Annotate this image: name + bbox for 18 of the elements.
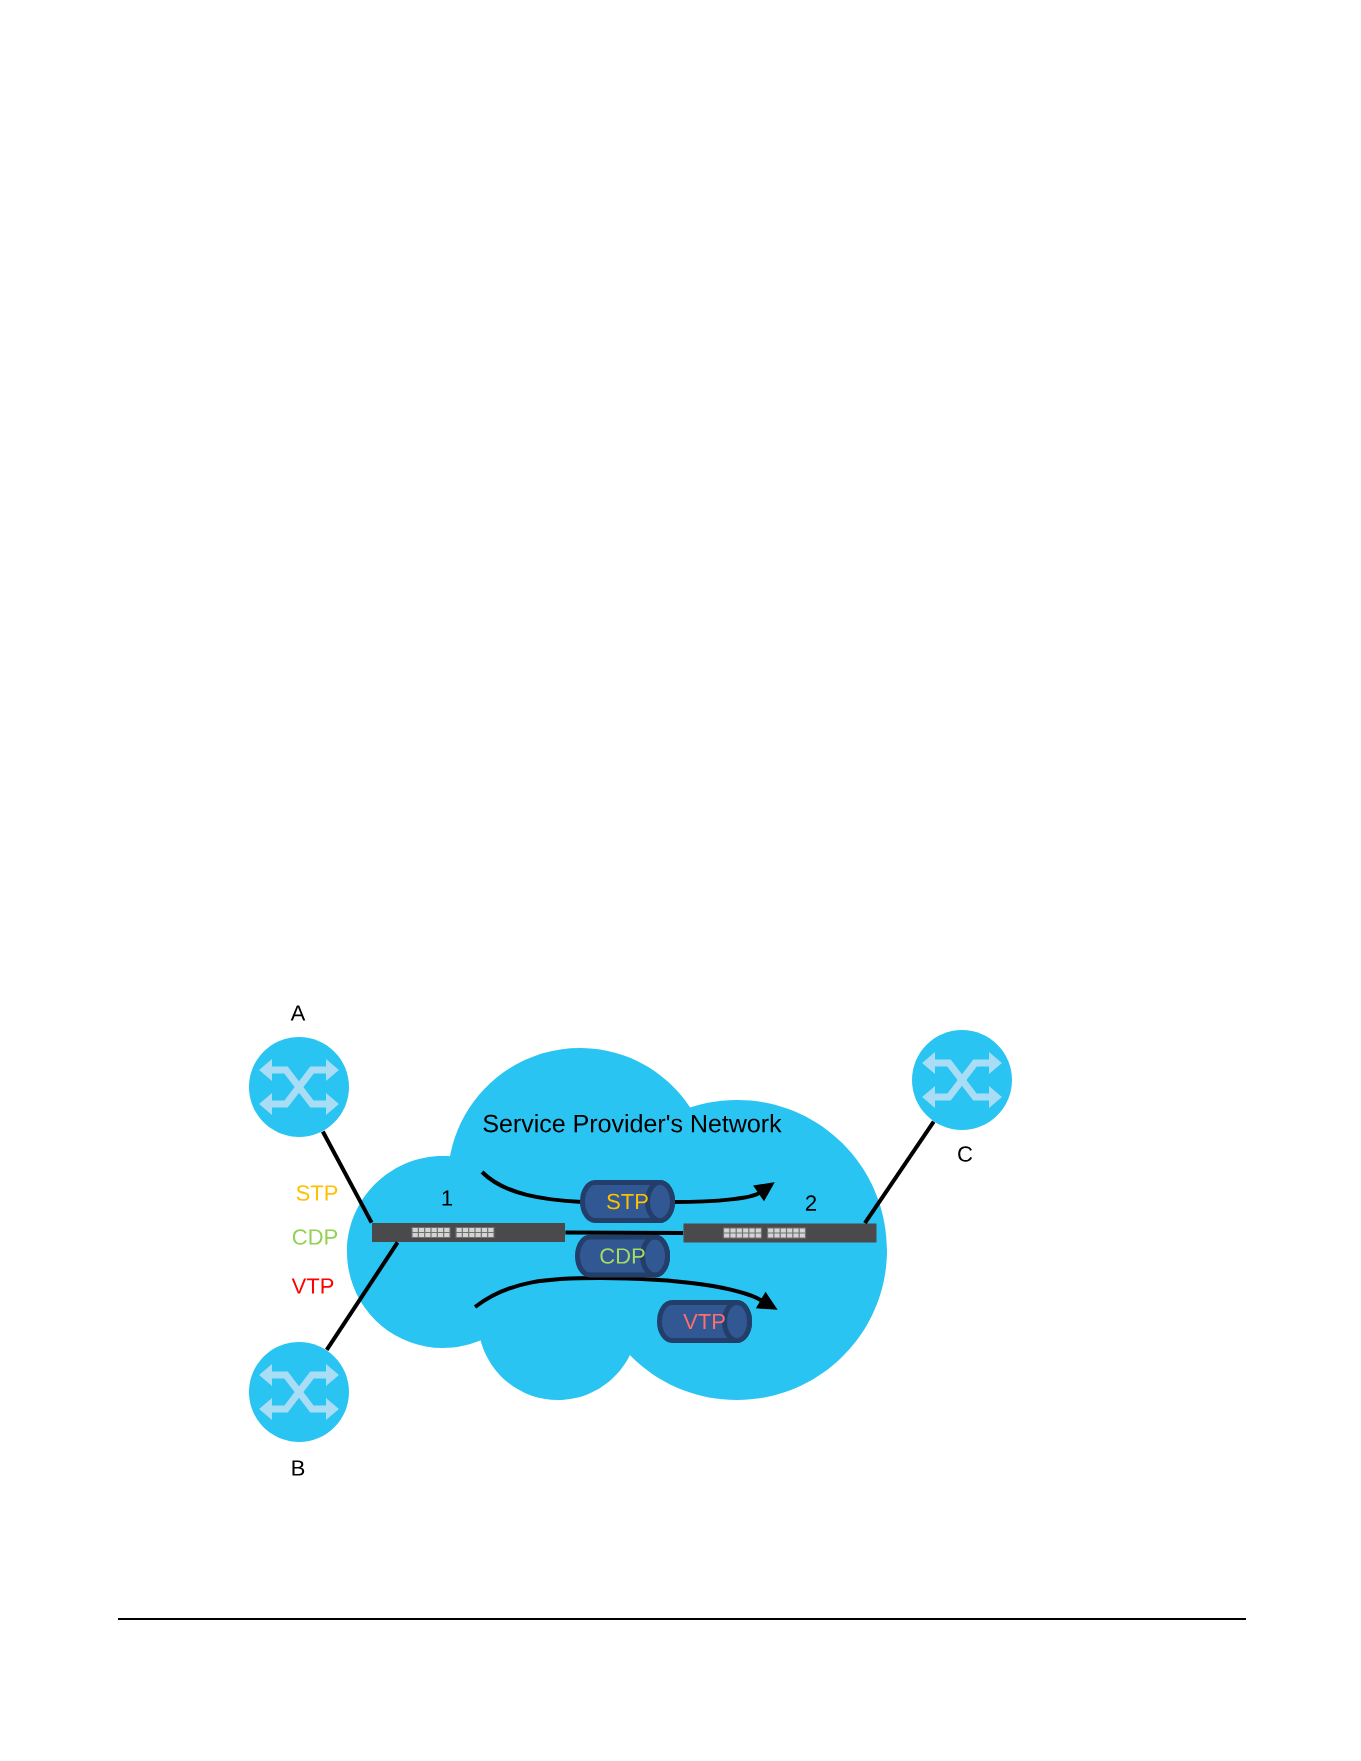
tunnel-cylinder: VTP <box>657 1300 752 1343</box>
switch-number: 1 <box>442 1190 453 1206</box>
router-label: B <box>292 1460 305 1476</box>
router-icon <box>912 1030 1012 1130</box>
protocol-label: CDP <box>292 1229 338 1245</box>
link-line <box>321 1130 374 1224</box>
router-icon <box>249 1342 349 1442</box>
link-line <box>325 1241 400 1352</box>
router-icon <box>249 1037 349 1137</box>
switch-number: 2 <box>806 1195 817 1211</box>
link-line <box>565 1230 684 1235</box>
protocol-label: VTP <box>291 1278 334 1294</box>
tunnel-cylinder: CDP <box>575 1234 670 1278</box>
router-label: C <box>958 1146 973 1162</box>
protocol-label: STP <box>296 1185 338 1201</box>
network-switch <box>372 1223 565 1242</box>
router-label: A <box>290 1005 306 1021</box>
tunnel-cylinder: STP <box>580 1180 675 1223</box>
